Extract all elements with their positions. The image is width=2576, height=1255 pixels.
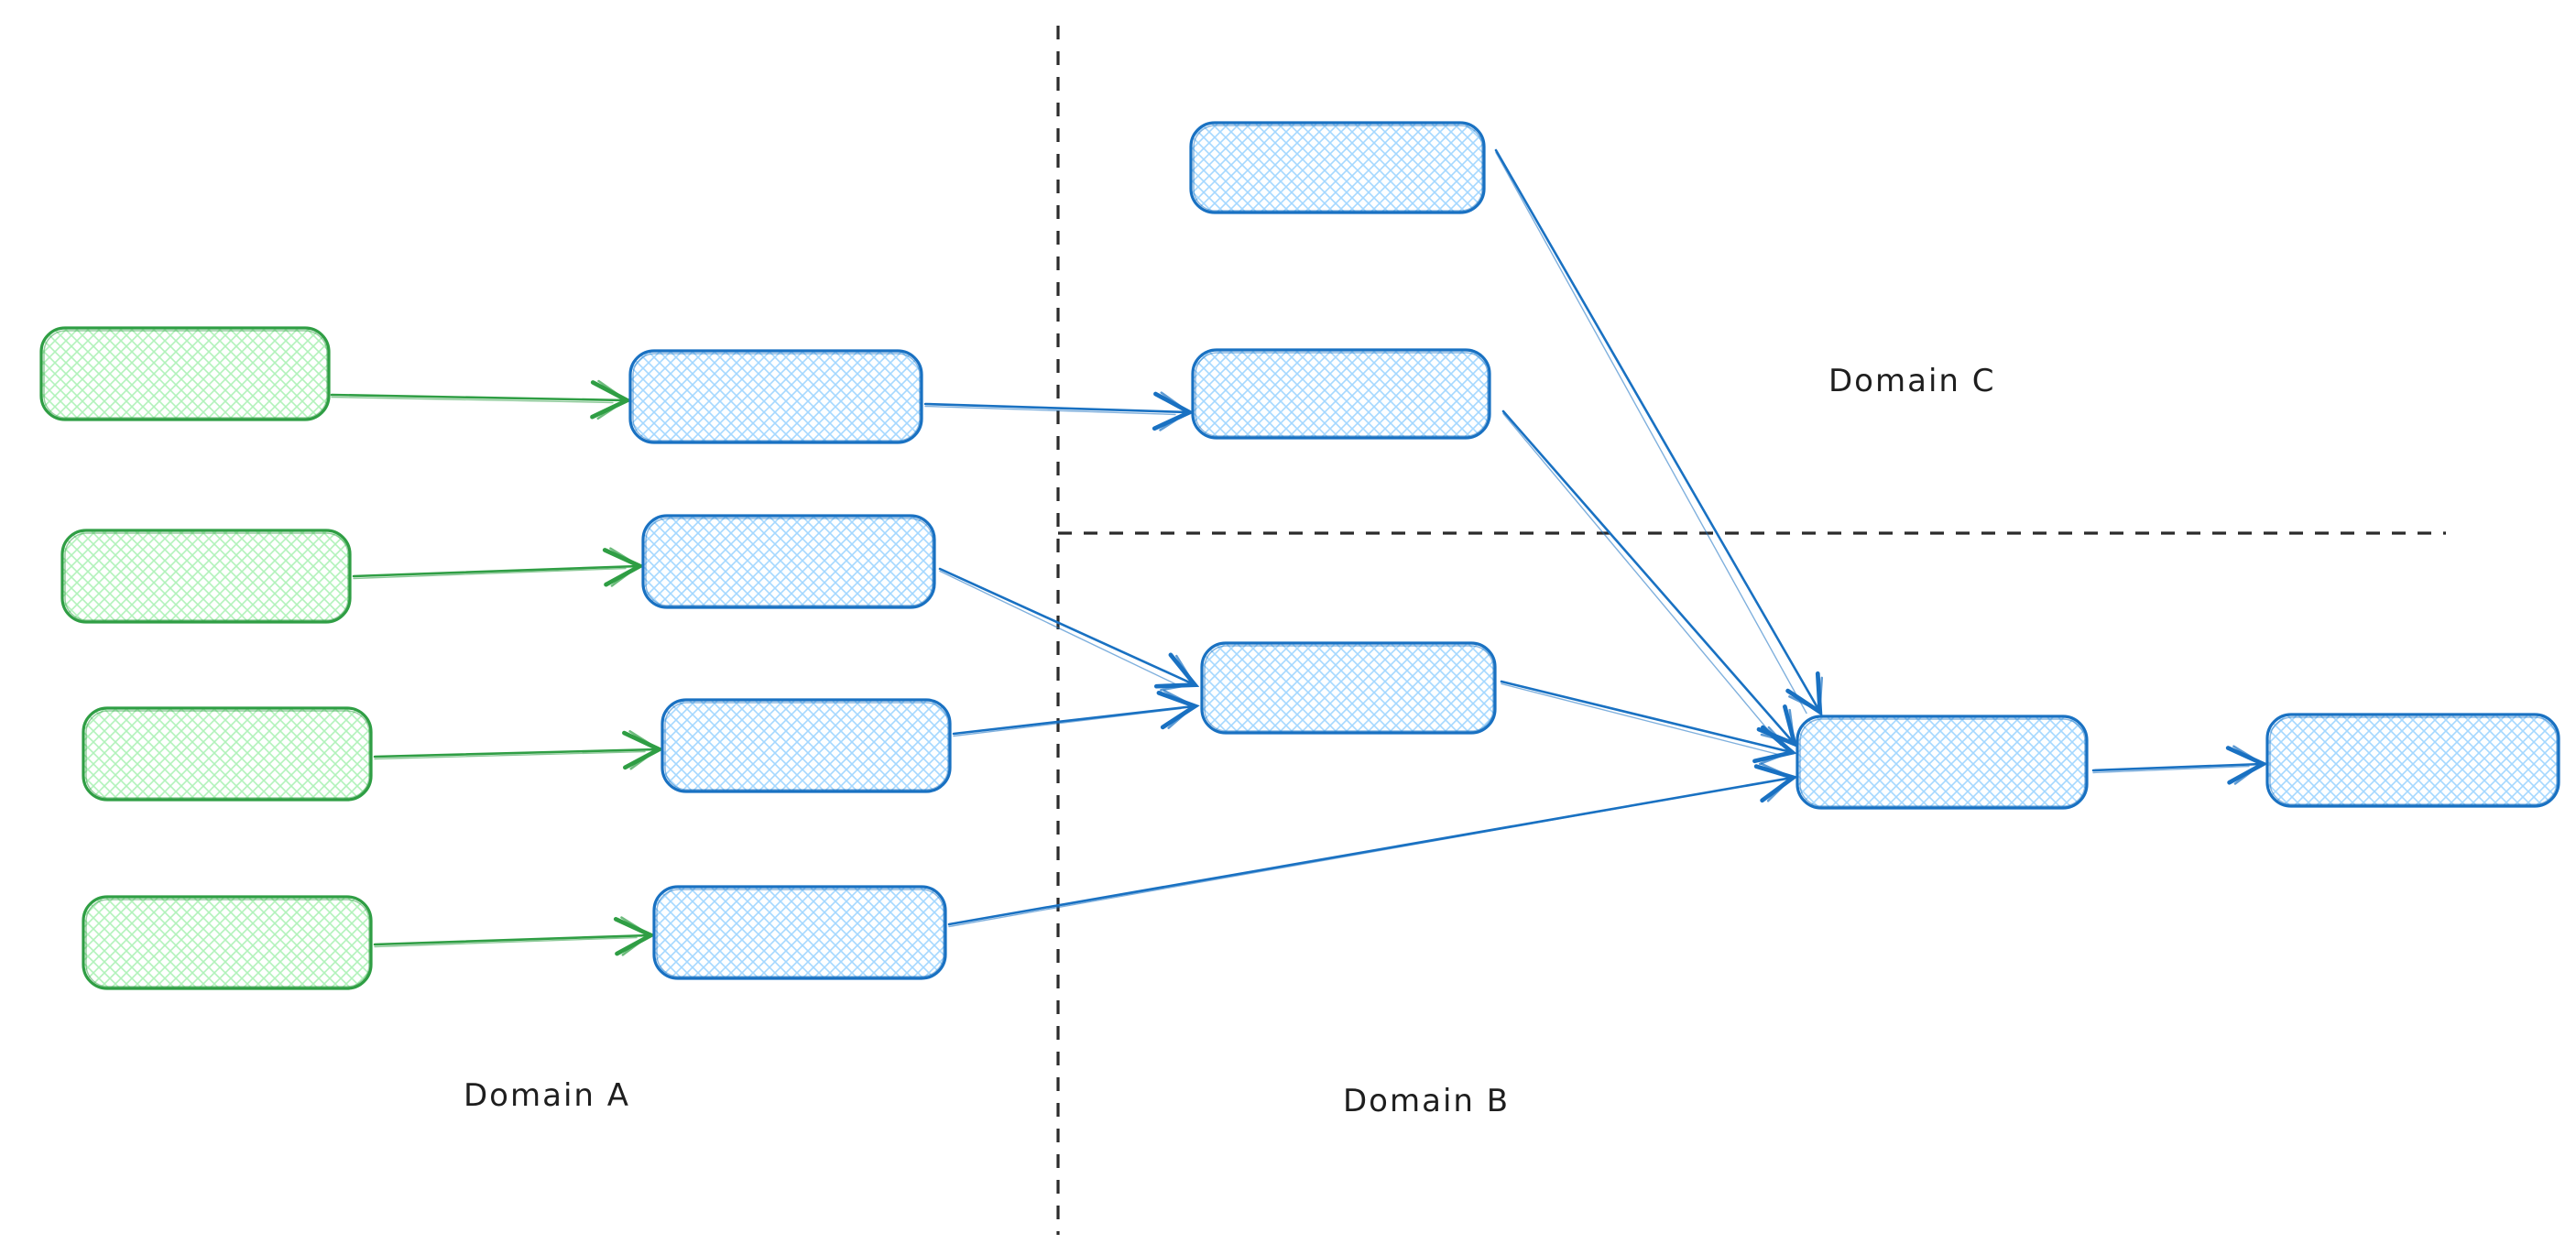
- green-box-4-node[interactable]: [82, 895, 373, 990]
- domain-c-label[interactable]: Domain C: [1828, 363, 1996, 399]
- blue-box-hub-node[interactable]: [1796, 715, 2089, 810]
- blue-box-c1-node[interactable]: [1189, 121, 1486, 214]
- edge-blue-1-to-c2[interactable]: [923, 404, 1188, 415]
- edge-hub-to-output[interactable]: [2091, 764, 2262, 773]
- domain-b-label[interactable]: Domain B: [1343, 1083, 1511, 1119]
- blue-box-1-node[interactable]: [628, 349, 923, 444]
- edge-c1-to-hub[interactable]: [1494, 148, 1819, 714]
- edge-layer: [330, 148, 2262, 947]
- domain-a-label[interactable]: Domain A: [464, 1077, 630, 1114]
- blue-box-4-node[interactable]: [652, 885, 947, 980]
- green-box-3-node[interactable]: [82, 706, 373, 802]
- edge-green-3-to-blue-3[interactable]: [373, 749, 658, 759]
- edge-c2-to-hub[interactable]: [1501, 409, 1794, 746]
- blue-box-2-node[interactable]: [641, 514, 936, 609]
- edge-blue-2-to-b[interactable]: [938, 567, 1194, 687]
- blue-box-output-node[interactable]: [2265, 713, 2560, 808]
- edge-blue-4-to-hub[interactable]: [947, 778, 1792, 928]
- node-layer: [39, 121, 2560, 990]
- divider-layer: [1056, 26, 2446, 1235]
- blue-box-c2-node[interactable]: [1191, 348, 1491, 440]
- edge-green-1-to-blue-1[interactable]: [330, 395, 626, 403]
- edge-b-to-hub[interactable]: [1500, 680, 1791, 755]
- green-box-1-node[interactable]: [39, 326, 331, 421]
- blue-box-3-node[interactable]: [660, 698, 952, 793]
- blue-box-b-node[interactable]: [1200, 641, 1497, 735]
- edge-blue-3-to-b[interactable]: [952, 706, 1194, 737]
- green-box-2-node[interactable]: [60, 529, 352, 624]
- edge-green-2-to-blue-2[interactable]: [352, 566, 639, 579]
- edge-green-4-to-blue-4[interactable]: [373, 935, 649, 947]
